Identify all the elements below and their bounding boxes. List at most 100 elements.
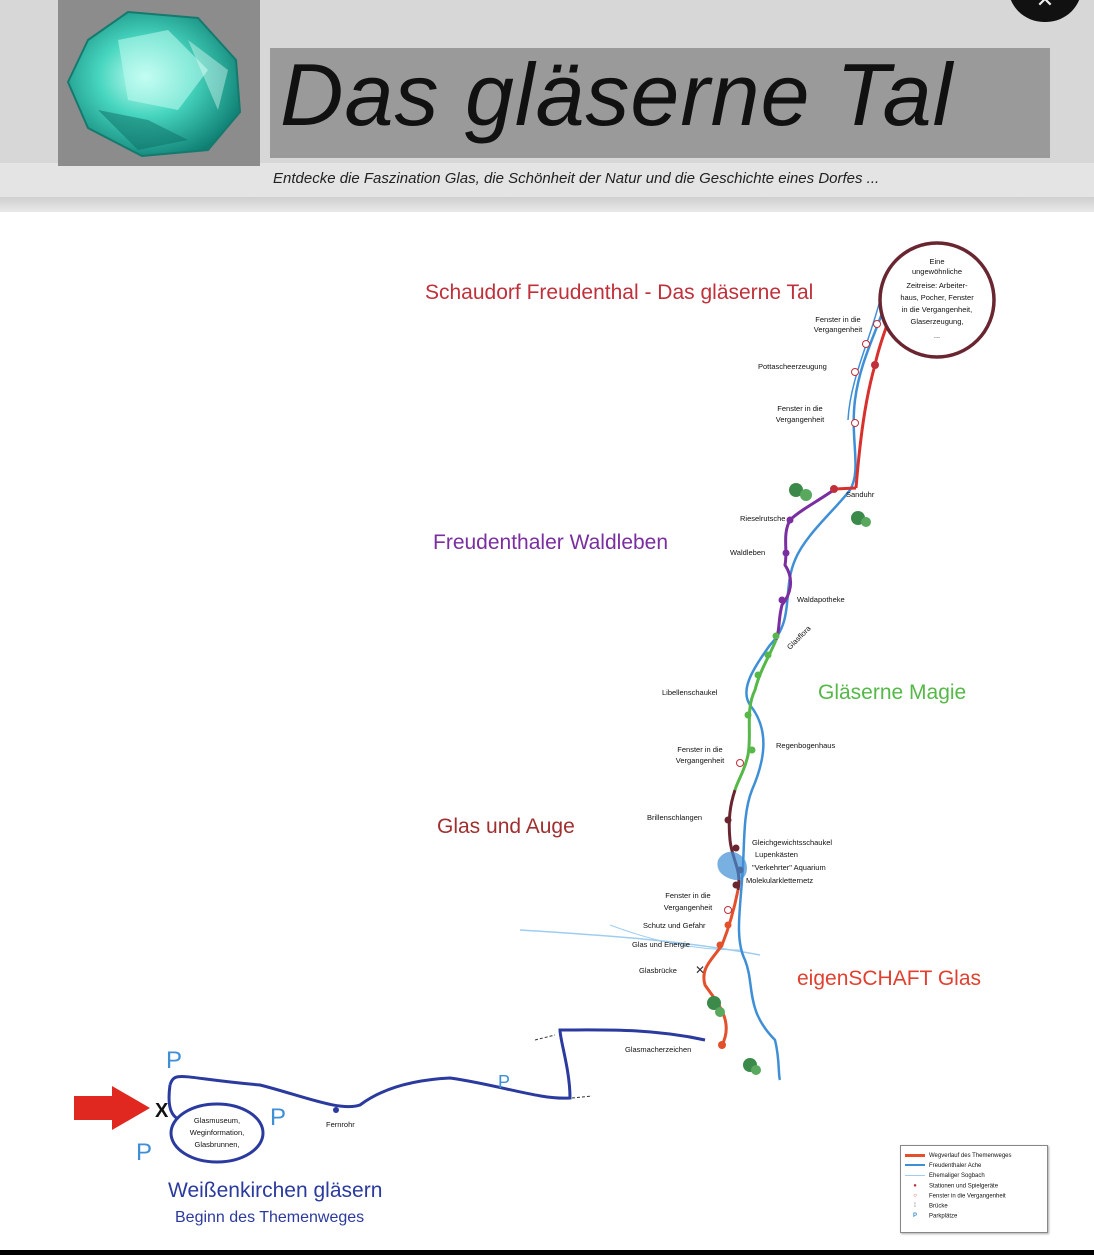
legend-line-icon — [905, 1153, 925, 1157]
bubble-line-2: ungewöhnliche — [912, 267, 962, 276]
section-magie: Gläserne Magie — [818, 681, 966, 704]
river-branch — [847, 299, 881, 421]
label-fenster-3a: Fenster in die — [677, 745, 722, 754]
bubble-line-3: Zeitreise: Arbeiter- — [906, 281, 968, 290]
trail-waldleben — [774, 487, 836, 641]
parking-icon: P — [166, 1047, 182, 1074]
legend-stations: ● Stationen und Spielgeräte — [905, 1182, 998, 1190]
page-subtitle: Entdecke die Faszination Glas, die Schön… — [273, 170, 880, 187]
trail-magie — [733, 639, 778, 791]
station-dots — [333, 361, 879, 1113]
legend-text: Fenster in die Vergangenheit — [929, 1193, 1006, 1200]
label-waldleben: Waldleben — [730, 548, 765, 557]
section-waldleben: Freudenthaler Waldleben — [433, 531, 668, 554]
section-weissenkirchen: Weißenkirchen gläsern — [168, 1179, 382, 1202]
legend-river: Freudenthaler Ache — [905, 1162, 981, 1170]
bubble-line-4: haus, Pocher, Fenster — [900, 293, 974, 302]
start-arrow-icon — [74, 1086, 150, 1130]
label-fernrohr: Fernrohr — [326, 1120, 355, 1129]
label-rieselrutsche: Rieselrutsche — [740, 514, 785, 523]
parking-icon: P — [136, 1139, 152, 1166]
legend-window: ○ Fenster in die Vergangenheit — [905, 1192, 1006, 1200]
label-energie: Glas und Energie — [632, 940, 690, 949]
label-glasbruecke: Glasbrücke — [639, 966, 677, 975]
start-bubble-line-3: Glasbrunnen, — [194, 1140, 239, 1149]
legend-text: Stationen und Spielgeräte — [929, 1183, 999, 1190]
label-regenbogenhaus: Regenbogenhaus — [776, 741, 835, 750]
glass-crystal-logo — [58, 0, 260, 166]
section-auge: Glas und Auge — [437, 815, 575, 838]
legend-line-icon — [905, 1164, 925, 1167]
legend-text: Brücke — [929, 1203, 948, 1210]
bubble-line-5: in die Vergangenheit, — [902, 305, 972, 314]
bridge-icon: ✕ — [695, 963, 705, 977]
map-legend: Wegverlauf des Themenweges Freudenthaler… — [900, 1145, 1048, 1233]
legend-text: Parkplätze — [929, 1213, 958, 1220]
bubble-line-6: Glaserzeugung, — [911, 317, 964, 326]
label-fenster-1a: Fenster in die — [815, 315, 860, 324]
label-aquarium: "Verkehrter" Aquarium — [752, 863, 826, 872]
label-fenster-3b: Vergangenheit — [676, 756, 725, 765]
start-bubble-line-1: Glasmuseum, — [194, 1116, 240, 1125]
label-pottasche: Pottascheerzeugung — [758, 362, 827, 371]
station-labels: Fenster in die Vergangenheit Pottascheer… — [326, 315, 875, 1129]
label-fenster-1b: Vergangenheit — [814, 325, 863, 334]
label-schutz: Schutz und Gefahr — [643, 921, 706, 930]
section-schaudorf: Schaudorf Freudenthal - Das gläserne Tal — [425, 281, 813, 304]
bubble-line-1: Eine — [929, 257, 944, 266]
trail-start-loop — [167, 1084, 181, 1122]
label-libellenschaukel: Libellenschaukel — [662, 688, 718, 697]
trail-access-road — [168, 1028, 706, 1109]
label-lupenkaesten: Lupenkästen — [755, 850, 798, 859]
close-icon: ✕ — [1036, 0, 1054, 12]
label-brillenschlangen: Brillenschlangen — [647, 813, 702, 822]
info-bubble-schaudorf: Eine ungewöhnliche Zeitreise: Arbeiter- … — [878, 241, 996, 359]
parking-icon: P — [270, 1104, 286, 1131]
legend-text: Freudenthaler Ache — [929, 1163, 982, 1169]
subtitle-band — [0, 163, 1094, 197]
trail-join — [834, 486, 857, 491]
label-gleichgewicht: Gleichgewichtsschaukel — [752, 838, 832, 847]
section-beginn: Beginn des Themenweges — [175, 1209, 364, 1226]
info-bubble-start: Glasmuseum, Weginformation, Glasbrunnen, — [169, 1102, 265, 1164]
label-fenster-4b: Vergangenheit — [664, 903, 713, 912]
legend-dot-icon: ● — [913, 1183, 917, 1189]
header-shadow — [0, 197, 1094, 212]
label-glasmacherzeichen: Glasmacherzeichen — [625, 1045, 691, 1054]
dashed-path-2 — [571, 1095, 593, 1099]
legend-line-icon — [905, 1174, 925, 1176]
section-eigenschaft: eigenSCHAFT Glas — [797, 967, 981, 990]
label-kletternetz: Molekularkletternetz — [746, 876, 813, 885]
label-fenster-2b: Vergangenheit — [776, 415, 825, 424]
parking-markers: P P P P — [136, 1047, 510, 1166]
trail-eigenschaft — [702, 889, 740, 1046]
legend-parking-icon: P — [912, 1213, 917, 1219]
start-marker: X — [155, 1100, 169, 1122]
title-box: Das gläserne Tal — [270, 45, 1050, 158]
label-fenster-4a: Fenster in die — [665, 891, 710, 900]
legend-stream: Ehemaliger Sogbach — [905, 1172, 985, 1180]
label-glasflora: Glasflora — [785, 623, 813, 651]
legend-route: Wegverlauf des Themenweges — [905, 1152, 1012, 1160]
parking-icon: P — [498, 1072, 510, 1092]
label-sanduhr: Sanduhr — [846, 490, 875, 499]
tree-icon — [707, 483, 871, 1075]
legend-text: Wegverlauf des Themenweges — [929, 1153, 1012, 1159]
legend-parking: P Parkplätze — [905, 1212, 957, 1220]
river-freudenthaler-ache — [737, 289, 892, 1081]
legend-circle-icon: ○ — [913, 1193, 917, 1199]
label-waldapotheke: Waldapotheke — [797, 595, 845, 604]
legend-bridge-icon: ⁞ — [914, 1203, 916, 1209]
former-stream-branch — [609, 924, 741, 951]
start-bubble-line-2: Weginformation, — [190, 1128, 244, 1137]
page-title: Das gläserne Tal — [280, 45, 954, 144]
legend-bridge: ⁞ Brücke — [905, 1202, 948, 1210]
aquarium-pond — [717, 851, 747, 881]
close-button[interactable]: ✕ — [1008, 0, 1082, 22]
legend-text: Ehemaliger Sogbach — [929, 1173, 985, 1179]
window-past-markers — [724, 320, 881, 914]
label-fenster-2a: Fenster in die — [777, 404, 822, 413]
bubble-line-7: ... — [934, 331, 940, 340]
